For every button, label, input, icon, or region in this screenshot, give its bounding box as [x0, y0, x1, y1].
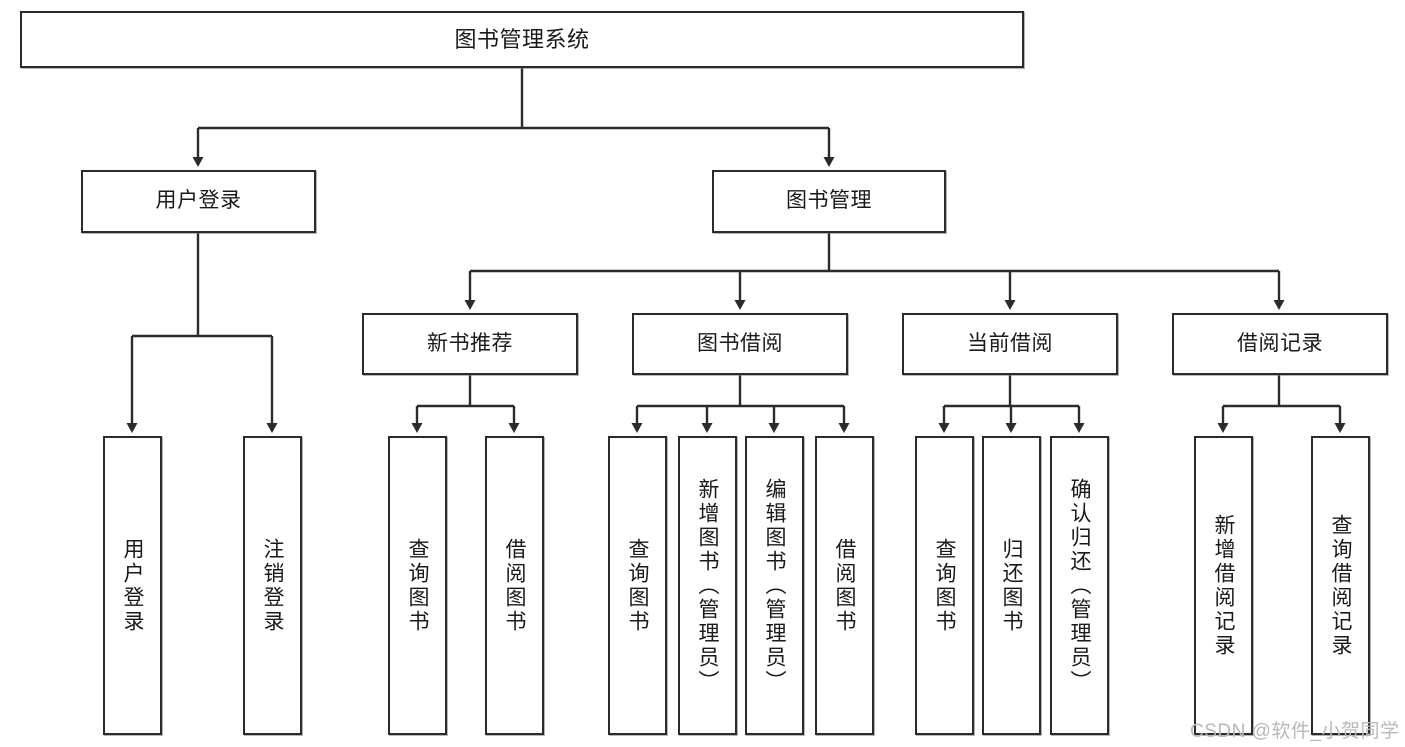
leaf-current-borrow-query-label: 查询图书 [933, 537, 956, 634]
leaf-book-borrow-edit-label: 编辑图书（管理员） [763, 477, 786, 694]
node-new-book-recommend[interactable]: 新书推荐 [362, 313, 578, 375]
node-root-system-label: 图书管理系统 [454, 26, 590, 52]
leaf-current-borrow-confirm-label: 确认归还（管理员） [1068, 477, 1091, 694]
leaf-current-borrow-query[interactable]: 查询图书 [915, 436, 974, 735]
leaf-book-borrow-add[interactable]: 新增图书（管理员） [678, 436, 737, 735]
leaf-new-book-query[interactable]: 查询图书 [388, 436, 447, 735]
node-book-management-label: 图书管理 [786, 189, 872, 213]
leaf-user-login-sign-in-label: 用户登录 [121, 537, 144, 634]
leaf-book-borrow-query[interactable]: 查询图书 [608, 436, 667, 735]
leaf-borrow-record-add-label: 新增借阅记录 [1212, 513, 1235, 658]
node-new-book-recommend-label: 新书推荐 [427, 331, 513, 355]
leaf-book-borrow-edit[interactable]: 编辑图书（管理员） [745, 436, 804, 735]
leaf-current-borrow-return-label: 归还图书 [1000, 537, 1023, 634]
node-user-login[interactable]: 用户登录 [81, 170, 316, 233]
leaf-new-book-borrow-label: 借阅图书 [503, 537, 526, 634]
node-root-system[interactable]: 图书管理系统 [20, 11, 1024, 68]
node-user-login-label: 用户登录 [155, 189, 242, 213]
leaf-borrow-record-add[interactable]: 新增借阅记录 [1194, 436, 1253, 735]
node-book-borrow-label: 图书借阅 [697, 331, 783, 355]
leaf-book-borrow-add-label: 新增图书（管理员） [696, 477, 719, 694]
node-borrow-record[interactable]: 借阅记录 [1172, 313, 1388, 375]
leaf-user-login-sign-out-label: 注销登录 [261, 537, 284, 634]
leaf-current-borrow-confirm[interactable]: 确认归还（管理员） [1050, 436, 1109, 735]
node-borrow-record-label: 借阅记录 [1237, 331, 1323, 355]
leaf-book-borrow-borrow[interactable]: 借阅图书 [815, 436, 874, 735]
node-book-borrow[interactable]: 图书借阅 [632, 313, 848, 375]
leaf-book-borrow-borrow-label: 借阅图书 [833, 537, 856, 634]
leaf-book-borrow-query-label: 查询图书 [626, 537, 649, 634]
node-book-management[interactable]: 图书管理 [712, 170, 946, 233]
leaf-user-login-sign-out[interactable]: 注销登录 [243, 436, 302, 735]
leaf-borrow-record-query[interactable]: 查询借阅记录 [1311, 436, 1370, 735]
leaf-user-login-sign-in[interactable]: 用户登录 [103, 436, 162, 735]
leaf-new-book-borrow[interactable]: 借阅图书 [485, 436, 544, 735]
leaf-current-borrow-return[interactable]: 归还图书 [982, 436, 1041, 735]
leaf-borrow-record-query-label: 查询借阅记录 [1329, 513, 1352, 658]
node-current-borrow-label: 当前借阅 [967, 331, 1053, 355]
csdn-watermark: CSDN @软件_小贺同学 [1190, 721, 1400, 742]
leaf-new-book-query-label: 查询图书 [406, 537, 429, 634]
node-current-borrow[interactable]: 当前借阅 [902, 313, 1118, 375]
